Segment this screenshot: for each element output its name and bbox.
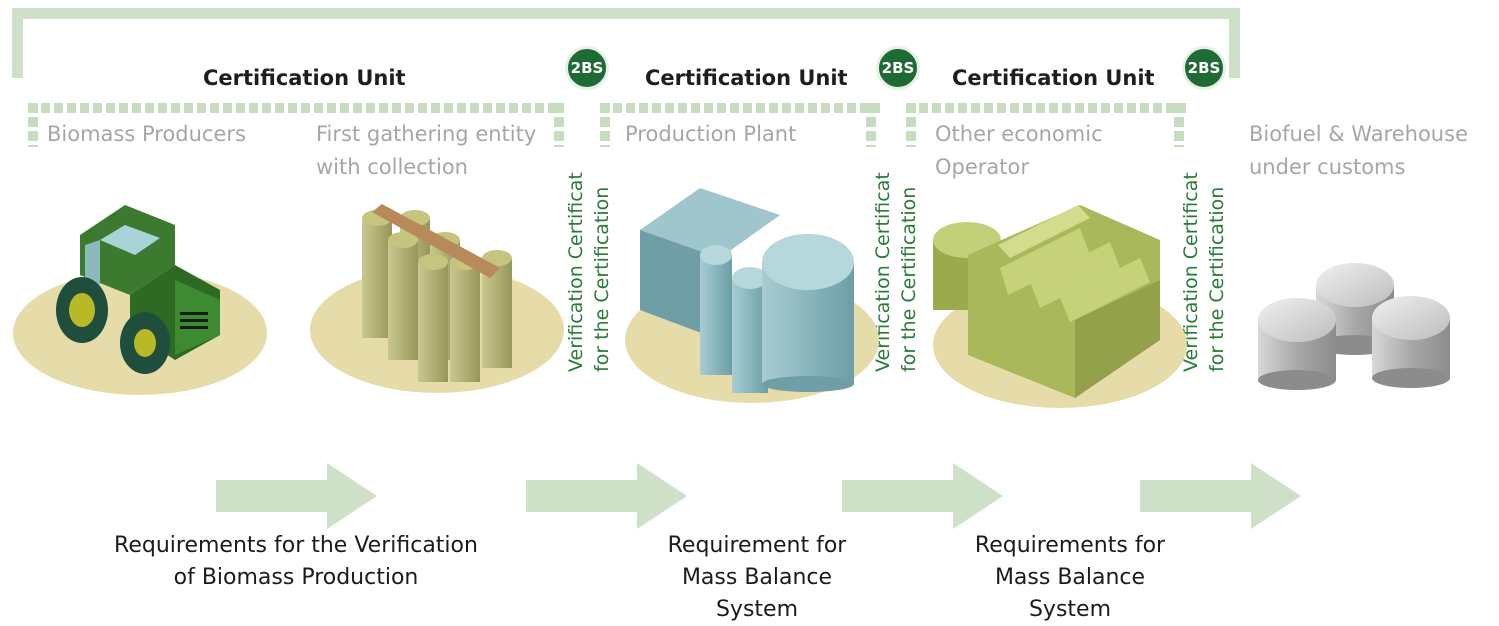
stage-label-biomass-producers: Biomass Producers [47, 122, 246, 146]
certification-logo-icon: 2BS [1182, 46, 1226, 90]
requirement-mass-balance-2: Requirements for Mass Balance System [974, 533, 1166, 622]
flow-arrow-icon [526, 463, 687, 529]
unit-2-title: Certification Unit [645, 66, 848, 90]
unit-3-title: Certification Unit [952, 66, 1155, 90]
requirement-biomass-production: Requirements for the Verification of Bio… [114, 533, 478, 590]
certification-logo-icon: 2BS [876, 46, 920, 90]
requirement-mass-balance-1: Requirement for Mass Balance System [667, 533, 847, 622]
stage-label-first-gathering: First gathering entity with collection [316, 122, 537, 179]
flow-arrow-icon [216, 463, 377, 529]
flow-arrow-icon [1140, 463, 1301, 529]
unit-3-dotted-right [1174, 103, 1184, 147]
unit-2-dotted-top [600, 103, 880, 113]
unit-3-dotted-top [906, 103, 1186, 113]
certification-logo-icon: 2BS [565, 46, 609, 90]
unit-1-dotted-right [554, 103, 564, 147]
unit-3-dotted-left [906, 103, 916, 147]
unit-1-dotted-top [28, 103, 564, 113]
unit-1-title: Certification Unit [203, 66, 406, 90]
stage-label-production-plant: Production Plant [625, 122, 797, 146]
stage-label-economic-operator: Other economic Operator [935, 122, 1103, 179]
silos-icon [362, 204, 512, 382]
unit-2-dotted-right [866, 103, 876, 147]
tractor-icon [56, 205, 220, 374]
factory-icon [933, 205, 1160, 398]
tanks-icon [1258, 263, 1450, 390]
top-bracket-right [1229, 8, 1240, 78]
top-bracket-left [12, 8, 23, 78]
top-bracket-bar [12, 8, 1240, 19]
unit-2-dotted-left [600, 103, 610, 147]
flow-arrow-icon [842, 463, 1003, 529]
plant-icon [640, 188, 854, 393]
stage-label-biofuel-warehouse: Biofuel & Warehouse under customs [1249, 122, 1468, 179]
unit-1-dotted-left [28, 103, 38, 147]
